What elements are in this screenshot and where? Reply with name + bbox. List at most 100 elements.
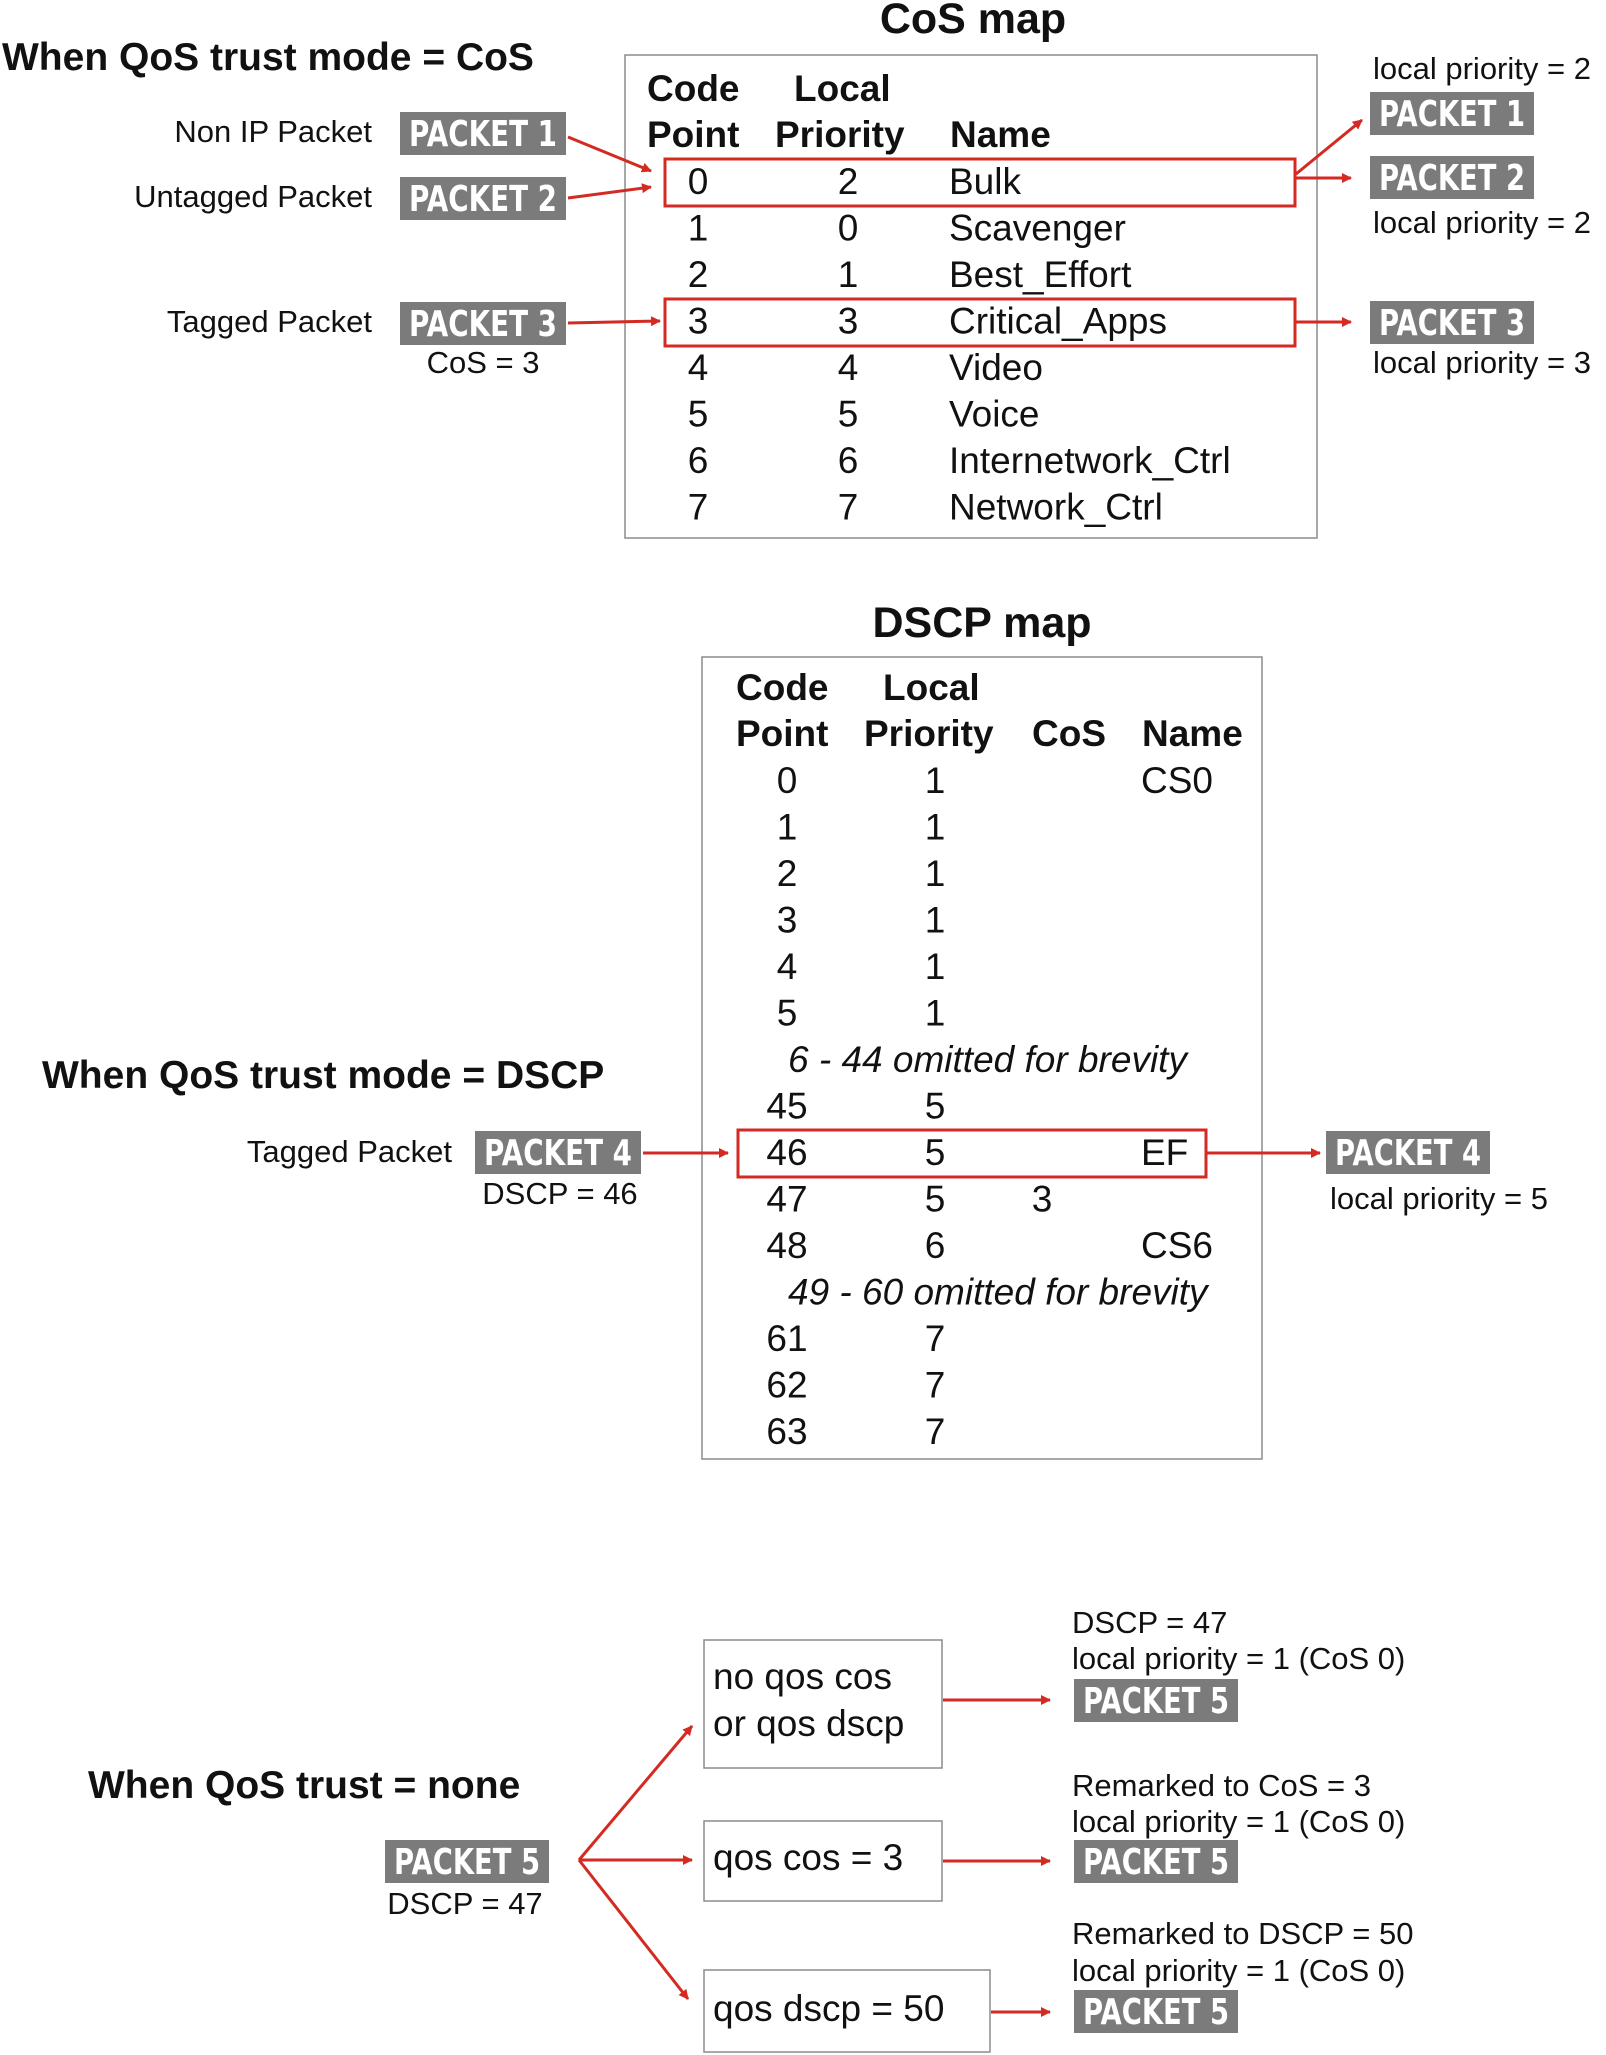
cos-input-label-nonip: Non IP Packet — [174, 114, 372, 149]
none-section: When QoS trust = none PACKET 5 DSCP = 47… — [88, 1605, 1413, 2053]
cos-trust-heading: When QoS trust mode = CoS — [2, 36, 534, 79]
dscp-row-1-localpriority: 1 — [925, 807, 946, 848]
dscp-col-cos: CoS — [1032, 713, 1106, 754]
none-input-packet-5-label: PACKET 5 — [394, 1842, 540, 1883]
cos-row-1-localpriority: 0 — [838, 208, 859, 249]
config-box-1 — [703, 1639, 943, 1769]
cos-input-label-untagged: Untagged Packet — [134, 179, 372, 214]
dscp-row-4-localpriority: 1 — [925, 946, 946, 987]
dscp-input-packet-4-label: PACKET 4 — [484, 1133, 632, 1174]
cos-col-codepoint-l1: Code — [647, 68, 740, 109]
cos-row-4-localpriority: 4 — [838, 347, 859, 388]
cos-row-5-localpriority: 5 — [838, 394, 859, 435]
arrow-packet5-to-config-3 — [577, 1859, 690, 2000]
dscp-input-label-tagged: Tagged Packet — [247, 1134, 452, 1169]
config-2-output-packet-5 — [1074, 1840, 1238, 1883]
cos-map-table — [624, 54, 1318, 539]
config-3-note-2: local priority = 1 (CoS 0) — [1072, 1953, 1405, 1988]
config-2-note-2: local priority = 1 (CoS 0) — [1072, 1804, 1405, 1839]
cos-input-packet-3 — [400, 302, 566, 345]
dscp-row-47-codepoint: 47 — [766, 1179, 807, 1220]
config-1-line-1: no qos cos — [713, 1656, 892, 1697]
cos-input-packet-1-label: PACKET 1 — [409, 114, 557, 155]
cos-input-packet-2-label: PACKET 2 — [409, 179, 557, 220]
cos-input-packet-3-sub: CoS = 3 — [427, 345, 540, 380]
cos-output-packet-2-label: PACKET 2 — [1379, 158, 1525, 199]
dscp-col-localpriority-l1: Local — [883, 667, 980, 708]
cos-row-3-localpriority: 3 — [838, 301, 859, 342]
dscp-col-localpriority-l2: Priority — [864, 713, 994, 754]
dscp-row-3-localpriority: 1 — [925, 900, 946, 941]
cos-row-2-codepoint: 2 — [688, 254, 709, 295]
cos-row-2-name: Best_Effort — [949, 254, 1132, 295]
dscp-col-codepoint-l1: Code — [736, 667, 829, 708]
cos-output-packet-3 — [1370, 301, 1534, 344]
dscp-output-packet-4-note: local priority = 5 — [1330, 1181, 1548, 1216]
config-3-note-1: Remarked to DSCP = 50 — [1072, 1916, 1413, 1951]
config-2-output-packet-5-label: PACKET 5 — [1083, 1842, 1229, 1883]
dscp-row-45-codepoint: 45 — [766, 1086, 807, 1127]
dscp-row-4-codepoint: 4 — [777, 946, 798, 987]
config-box-3 — [703, 1969, 991, 2053]
config-2-note-1: Remarked to CoS = 3 — [1072, 1768, 1371, 1803]
dscp-row-61-codepoint: 61 — [766, 1318, 807, 1359]
cos-input-packet-1 — [400, 112, 566, 155]
dscp-row-47-localpriority: 5 — [925, 1179, 946, 1220]
dscp-row-2-codepoint: 2 — [777, 853, 798, 894]
dscp-input-packet-4-sub: DSCP = 46 — [482, 1176, 637, 1211]
cos-output-packet-2 — [1370, 156, 1534, 199]
dscp-row-46-name: EF — [1141, 1132, 1188, 1173]
config-3-output-packet-5 — [1074, 1990, 1238, 2033]
dscp-map-table — [701, 656, 1263, 1460]
cos-row-5-codepoint: 5 — [688, 394, 709, 435]
cos-map-header: Code Point Local Priority Name — [647, 68, 1051, 155]
dscp-row-1-codepoint: 1 — [777, 807, 798, 848]
dscp-highlight-row-46 — [736, 1128, 1208, 1179]
dscp-omitted-note-11: 49 - 60 omitted for brevity — [788, 1272, 1210, 1313]
cos-row-2-localpriority: 1 — [838, 254, 859, 295]
cos-highlight-row-3 — [663, 297, 1297, 348]
arrow-packet2-to-bulk — [567, 183, 652, 200]
cos-output-1-note: local priority = 2 — [1373, 51, 1591, 86]
dscp-row-46-codepoint: 46 — [766, 1132, 807, 1173]
dscp-row-48-name: CS6 — [1141, 1225, 1213, 1266]
dscp-row-2-localpriority: 1 — [925, 853, 946, 894]
config-1-output-packet-5 — [1074, 1679, 1238, 1722]
dscp-row-5-codepoint: 5 — [777, 993, 798, 1034]
dscp-omitted-note-6: 6 - 44 omitted for brevity — [788, 1039, 1189, 1080]
dscp-row-63-codepoint: 63 — [766, 1411, 807, 1452]
cos-map-title: CoS map — [880, 0, 1066, 43]
cos-row-4-codepoint: 4 — [688, 347, 709, 388]
cos-col-name: Name — [950, 114, 1051, 155]
dscp-row-63-localpriority: 7 — [925, 1411, 946, 1452]
cos-row-3-name: Critical_Apps — [949, 301, 1167, 342]
cos-highlight-row-0 — [663, 157, 1297, 208]
config-1-note-1: DSCP = 47 — [1072, 1605, 1227, 1640]
cos-row-5-name: Voice — [949, 394, 1040, 435]
dscp-output-packet-4 — [1326, 1131, 1490, 1174]
cos-row-1-codepoint: 1 — [688, 208, 709, 249]
config-3-output-packet-5-label: PACKET 5 — [1083, 1992, 1229, 2033]
arrow-packet1-to-bulk — [567, 135, 652, 173]
cos-row-6-localpriority: 6 — [838, 440, 859, 481]
arrow-packet3-to-critical — [567, 316, 661, 327]
dscp-input-packet-4 — [475, 1131, 641, 1174]
dscp-row-0-codepoint: 0 — [777, 760, 798, 801]
cos-row-0-name: Bulk — [949, 161, 1021, 202]
dscp-col-codepoint-l2: Point — [736, 713, 828, 754]
cos-row-1-name: Scavenger — [949, 208, 1126, 249]
dscp-row-47-cos: 3 — [1032, 1179, 1053, 1220]
dscp-row-61-localpriority: 7 — [925, 1318, 946, 1359]
cos-row-0-codepoint: 0 — [688, 161, 709, 202]
cos-row-0-localpriority: 2 — [838, 161, 859, 202]
cos-section: When QoS trust mode = CoS CoS map Code P… — [2, 0, 1591, 539]
cos-row-7-codepoint: 7 — [688, 487, 709, 528]
dscp-row-5-localpriority: 1 — [925, 993, 946, 1034]
cos-output-3-note: local priority = 3 — [1373, 345, 1591, 380]
none-input-packet-5 — [385, 1840, 549, 1883]
dscp-row-48-codepoint: 48 — [766, 1225, 807, 1266]
dscp-output-packet-4-label: PACKET 4 — [1335, 1133, 1481, 1174]
arrow-bulk-to-out-packet1 — [1295, 118, 1363, 176]
cos-col-localpriority-l2: Priority — [775, 114, 905, 155]
